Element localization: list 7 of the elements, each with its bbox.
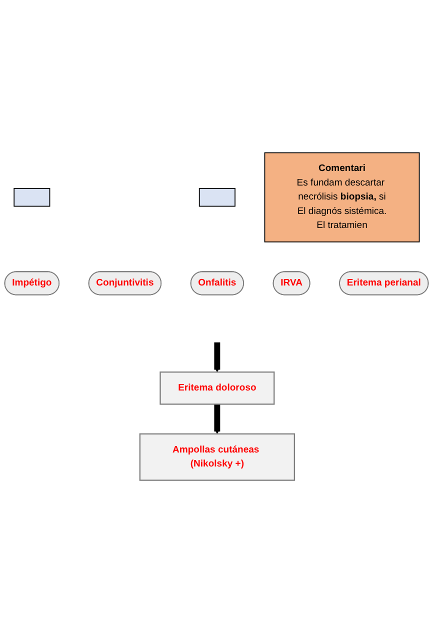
node-box [198,188,236,208]
node-box [139,434,296,482]
arrow [214,404,220,435]
arrow [214,342,220,373]
node-box [14,188,50,208]
node-box [160,372,275,406]
node-box [264,152,420,243]
